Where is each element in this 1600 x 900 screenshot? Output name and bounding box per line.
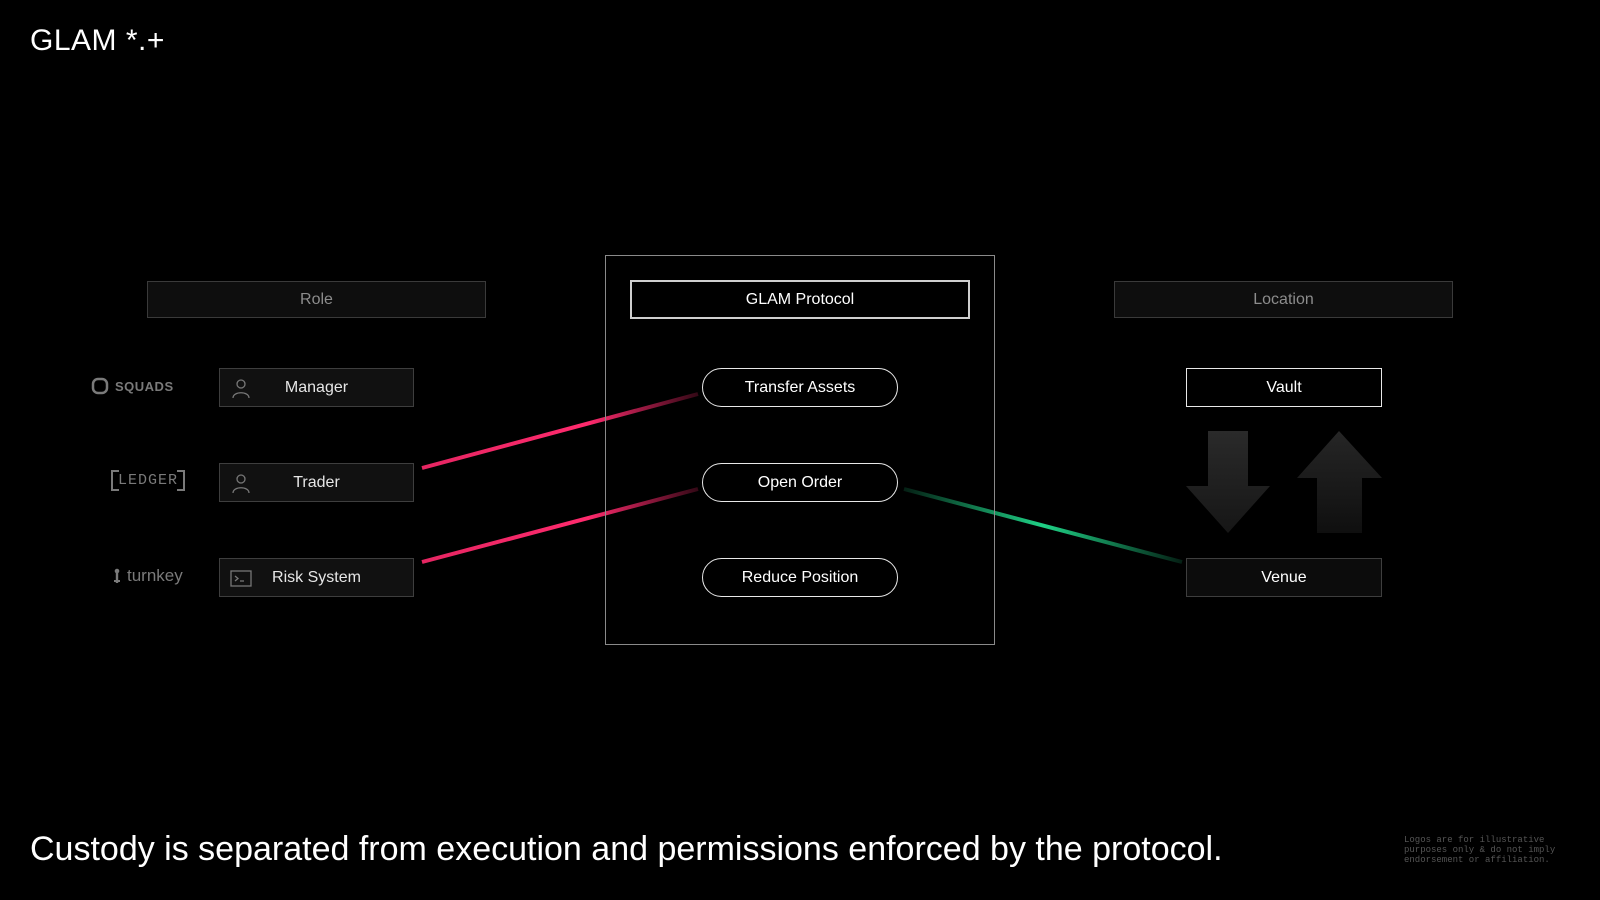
role-manager[interactable]: Manager bbox=[219, 368, 414, 407]
glam-logo: GLAM *.+ bbox=[30, 24, 165, 57]
ledger-brand: LEDGER bbox=[110, 470, 186, 491]
squads-label: SQUADS bbox=[115, 378, 174, 394]
glam-protocol-header: GLAM Protocol bbox=[630, 280, 970, 319]
location-column-header: Location bbox=[1114, 281, 1453, 318]
role-risk-system[interactable]: Risk System bbox=[219, 558, 414, 597]
role-risk-system-label: Risk System bbox=[272, 568, 361, 586]
action-reduce-position[interactable]: Reduce Position bbox=[702, 558, 898, 597]
role-trader-label: Trader bbox=[293, 473, 340, 491]
arrow-down-icon bbox=[1186, 431, 1270, 533]
arrow-up-icon bbox=[1297, 431, 1382, 533]
ledger-bracket-icon: LEDGER bbox=[110, 470, 186, 491]
location-venue[interactable]: Venue bbox=[1186, 558, 1382, 597]
link-open-order-venue bbox=[903, 487, 1183, 564]
location-vault[interactable]: Vault bbox=[1186, 368, 1382, 407]
user-icon bbox=[232, 379, 250, 399]
link-risk-open-order bbox=[421, 487, 699, 564]
turnkey-brand: turnkey bbox=[113, 566, 183, 586]
ledger-label: LEDGER bbox=[118, 472, 179, 489]
action-open-order[interactable]: Open Order bbox=[702, 463, 898, 502]
link-trader-transfer bbox=[421, 392, 699, 470]
turnkey-label: turnkey bbox=[127, 566, 183, 585]
slide-caption: Custody is separated from execution and … bbox=[30, 830, 1223, 868]
role-trader[interactable]: Trader bbox=[219, 463, 414, 502]
action-transfer-assets[interactable]: Transfer Assets bbox=[702, 368, 898, 407]
role-manager-label: Manager bbox=[284, 378, 349, 396]
squads-ring-icon bbox=[91, 377, 109, 395]
terminal-icon bbox=[230, 570, 252, 587]
squads-brand: SQUADS bbox=[91, 377, 174, 395]
glam-protocol-frame bbox=[605, 255, 995, 645]
turnkey-key-icon bbox=[114, 568, 120, 583]
user-icon bbox=[232, 474, 250, 494]
role-column-header: Role bbox=[147, 281, 486, 318]
logo-disclaimer: Logos are for illustrative purposes only… bbox=[1404, 835, 1556, 865]
